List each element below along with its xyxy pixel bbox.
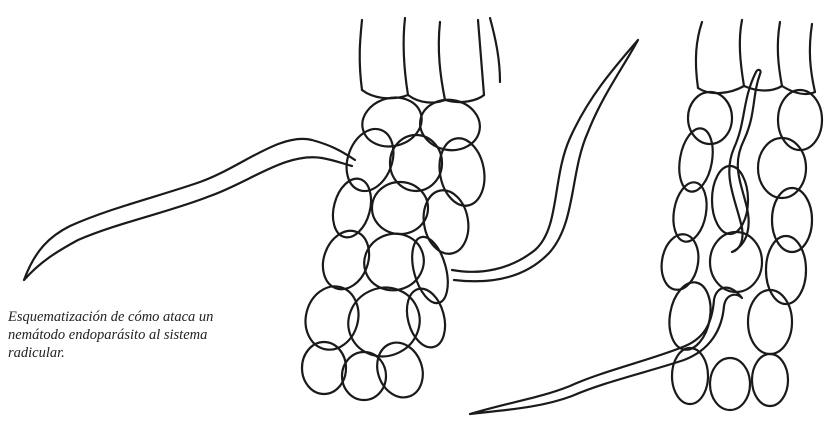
root-cell xyxy=(419,187,473,258)
root-cell xyxy=(748,290,792,354)
root-cell xyxy=(740,20,744,86)
root-cell xyxy=(434,135,489,210)
figure-caption: Esquematización de cómo ataca un nemátod… xyxy=(8,308,278,362)
root-cell xyxy=(696,22,702,88)
root-left xyxy=(299,18,500,404)
nematode-inside xyxy=(729,70,760,252)
root-cell xyxy=(404,18,408,95)
root-cell xyxy=(710,232,762,292)
root-cell xyxy=(338,122,401,197)
root-cell xyxy=(490,18,500,82)
root-cell xyxy=(778,90,822,150)
root-cell xyxy=(772,188,812,252)
root-cell xyxy=(406,233,455,307)
root-cell xyxy=(710,358,750,410)
root-cell xyxy=(315,224,377,295)
root-cell xyxy=(664,279,715,353)
root-cell xyxy=(675,126,718,195)
root-cell xyxy=(372,182,428,234)
root-cell xyxy=(810,24,815,92)
nematode-exiting xyxy=(452,40,638,281)
caption-line: Esquematización de cómo ataca un xyxy=(8,308,278,326)
root-cell xyxy=(766,236,806,304)
caption-line: radicular. xyxy=(8,344,278,362)
root-cell xyxy=(478,20,484,95)
root-cell xyxy=(752,354,788,406)
nematode-entering xyxy=(470,288,742,414)
nematode-approaching xyxy=(24,139,355,280)
root-cell xyxy=(669,180,711,245)
root-cell xyxy=(360,20,362,90)
root-cell xyxy=(778,22,782,86)
root-cell xyxy=(439,22,445,100)
caption-line: nemátodo endoparásito al sistema xyxy=(8,326,278,344)
